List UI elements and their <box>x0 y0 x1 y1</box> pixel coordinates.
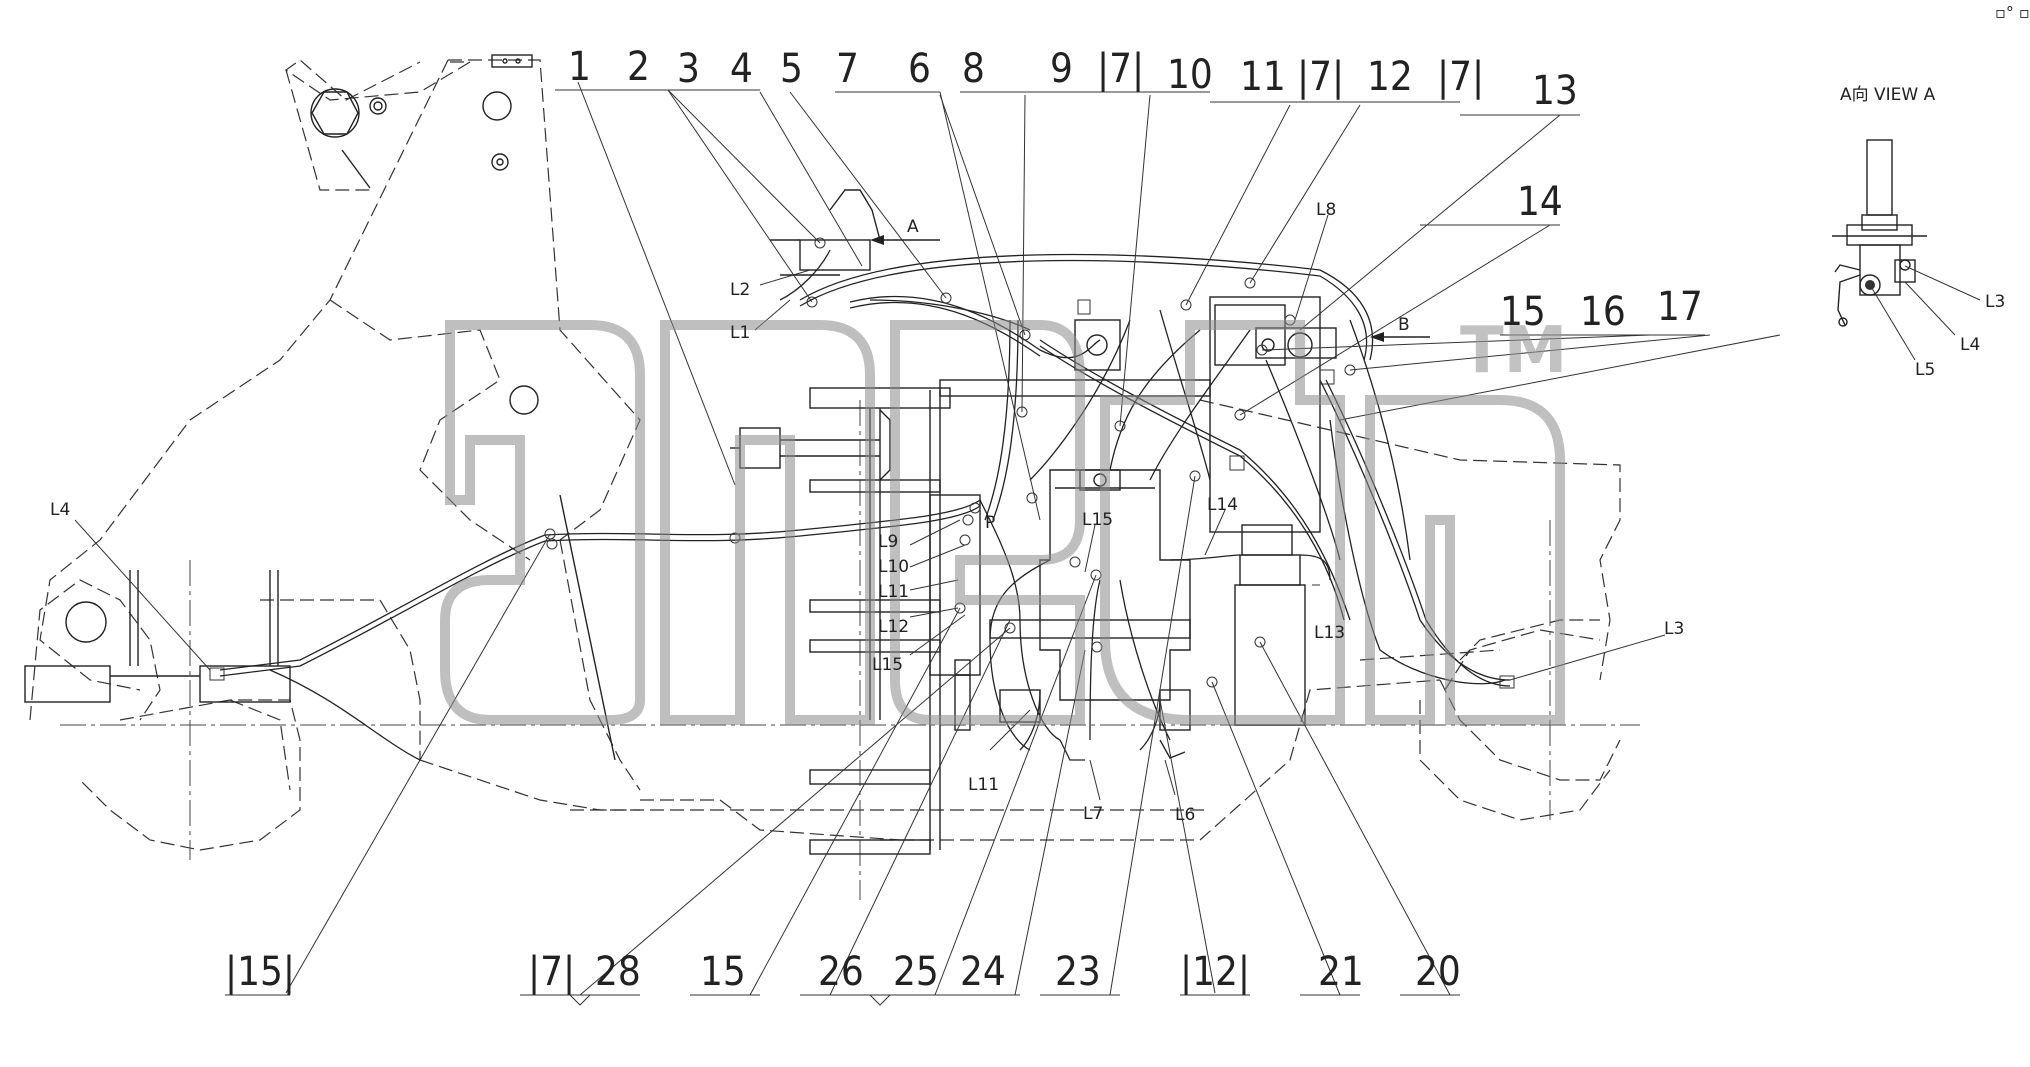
part-number: |7| <box>1097 46 1144 92</box>
line-label: L9 <box>878 532 898 552</box>
part-number: 3 <box>677 46 700 92</box>
line-label: L11 <box>968 775 999 795</box>
part-number: |15| <box>225 949 295 995</box>
watermark-trademark: TM <box>1460 314 1567 388</box>
part-number: 5 <box>780 46 803 92</box>
line-label: L5 <box>1915 360 1935 380</box>
line-label: L4 <box>1960 335 1980 355</box>
part-number: 10 <box>1167 52 1213 98</box>
part-number: 4 <box>730 46 753 92</box>
part-number: 12 <box>1367 54 1413 100</box>
centre-lines <box>60 400 1640 900</box>
direction-label-b: B <box>1398 315 1410 335</box>
part-number: 9 <box>1050 46 1073 92</box>
hydraulic-hoses <box>219 249 1511 761</box>
part-number: 26 <box>818 949 864 995</box>
leader-lines <box>74 81 1781 1006</box>
boom-details <box>24 54 880 761</box>
part-number: 20 <box>1415 949 1461 995</box>
part-number: 15 <box>700 949 746 995</box>
line-label: L3 <box>1985 292 2005 312</box>
line-label: L3 <box>1664 619 1684 639</box>
part-number: 21 <box>1318 949 1364 995</box>
part-number: 15 <box>1500 289 1546 335</box>
line-label: L14 <box>1207 495 1238 515</box>
arrow-b-icon <box>1370 332 1384 342</box>
part-number: 8 <box>962 46 985 92</box>
part-number: 11 <box>1240 54 1286 100</box>
part-number: 17 <box>1657 284 1703 330</box>
line-label: L10 <box>878 557 909 577</box>
arrow-a-icon <box>870 235 884 245</box>
part-number: |12| <box>1180 949 1250 995</box>
part-number: |7| <box>1297 54 1344 100</box>
frame-outline <box>29 59 1621 851</box>
part-number: 6 <box>908 46 931 92</box>
line-label: L11 <box>878 582 909 602</box>
part-number: 28 <box>595 949 641 995</box>
line-label: L15 <box>1082 510 1113 530</box>
line-label: L7 <box>1083 804 1103 824</box>
part-number: 7 <box>836 46 859 92</box>
line-label: L8 <box>1316 200 1336 220</box>
direction-label-a: A <box>907 217 919 237</box>
view-a-title: A向 VIEW A <box>1840 85 1936 105</box>
direction-arrows <box>870 235 1430 342</box>
part-number: 16 <box>1580 289 1626 335</box>
part-number: |7| <box>1437 54 1484 100</box>
port-label-p: P <box>985 513 995 533</box>
view-a-detail <box>1832 139 1981 361</box>
part-number: 23 <box>1055 949 1101 995</box>
part-number: 14 <box>1517 179 1563 225</box>
corner-mark: ▫° ▫▫▫ <box>1995 3 2030 22</box>
part-number: 1 <box>568 44 591 90</box>
line-label: L12 <box>878 617 909 637</box>
line-label: L6 <box>1175 805 1195 825</box>
part-number: 2 <box>627 44 650 90</box>
part-number: 13 <box>1532 68 1578 114</box>
line-label: L1 <box>730 323 750 343</box>
part-number: 25 <box>893 949 939 995</box>
part-number: 24 <box>960 949 1006 995</box>
line-label: L13 <box>1314 623 1345 643</box>
line-label: L2 <box>730 280 750 300</box>
line-label: L4 <box>50 500 70 520</box>
part-number: |7| <box>528 949 575 995</box>
watermark-logo <box>440 320 1565 725</box>
line-label: L15 <box>872 655 903 675</box>
